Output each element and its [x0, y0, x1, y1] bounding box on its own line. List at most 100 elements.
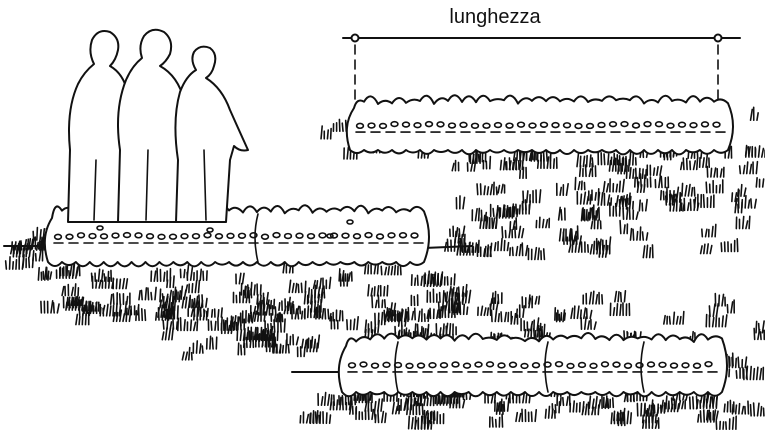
- grass-stroke: [98, 269, 99, 281]
- grass-stroke: [508, 398, 509, 411]
- grass-stroke: [666, 396, 667, 409]
- grass-stroke: [325, 309, 326, 319]
- grass-stroke: [742, 407, 743, 414]
- grass-stroke: [446, 292, 447, 302]
- grass-stroke: [760, 369, 761, 380]
- grass-stroke: [239, 273, 240, 283]
- grass-stroke: [469, 290, 471, 302]
- grass-stroke: [382, 313, 383, 325]
- grass-stroke: [177, 322, 178, 329]
- grass-stroke: [142, 309, 143, 321]
- grass-stroke: [630, 168, 631, 179]
- grass-stroke: [646, 245, 647, 257]
- grass-stroke: [594, 322, 596, 329]
- grass-stroke: [339, 269, 340, 281]
- grass-stroke: [535, 297, 536, 304]
- grass-stroke: [440, 396, 441, 405]
- grass-stroke: [246, 338, 247, 348]
- grass-stroke: [73, 266, 74, 278]
- grass-stroke: [129, 310, 130, 321]
- grass-stroke: [661, 191, 662, 200]
- grass-stroke: [678, 404, 679, 412]
- grass-stroke: [580, 156, 581, 166]
- grass-stroke: [714, 168, 716, 177]
- grass-stroke: [312, 337, 313, 348]
- grass-stroke: [288, 345, 289, 353]
- grass-stroke: [225, 323, 226, 334]
- grass-stroke: [319, 306, 320, 319]
- grass-stroke: [596, 295, 597, 304]
- grass-stroke: [646, 233, 647, 240]
- grass-stroke: [544, 324, 545, 336]
- grass-stroke: [607, 184, 609, 192]
- grass-stroke: [620, 304, 621, 315]
- grass-stroke: [212, 310, 213, 317]
- grass-stroke: [624, 225, 625, 234]
- length-dimension-line: [343, 35, 740, 106]
- grass-stroke: [113, 294, 114, 304]
- grass-stroke: [673, 312, 674, 324]
- grass-stroke: [175, 299, 176, 310]
- grass-stroke: [427, 413, 428, 423]
- grass-stroke: [643, 169, 644, 178]
- grass-stroke: [515, 227, 516, 238]
- grass-stroke: [69, 271, 70, 278]
- grass-stroke: [698, 415, 699, 422]
- grass-stroke: [531, 324, 532, 337]
- grass-stroke: [412, 312, 413, 320]
- grass-stroke: [724, 404, 725, 412]
- grass-stroke: [493, 209, 494, 217]
- grass-stroke: [264, 312, 265, 321]
- grass-stroke: [184, 320, 185, 331]
- grass-stroke: [320, 278, 321, 288]
- grass-stroke: [289, 280, 290, 292]
- grass-stroke: [123, 314, 124, 321]
- grass-stroke: [145, 310, 146, 321]
- grass-stroke: [301, 283, 302, 292]
- grass-stroke: [491, 185, 493, 195]
- grass-stroke: [212, 338, 213, 349]
- grass-stroke: [703, 195, 704, 208]
- grass-stroke: [535, 410, 536, 422]
- grass-stroke: [513, 160, 514, 170]
- grass-stroke: [646, 411, 647, 423]
- grass-stroke: [763, 179, 764, 187]
- grass-stroke: [471, 162, 473, 171]
- grass-stroke: [754, 328, 755, 339]
- grass-stroke: [579, 242, 580, 252]
- grass-stroke: [454, 302, 455, 314]
- grass-stroke: [738, 357, 739, 367]
- grass-stroke: [688, 185, 690, 196]
- grass-stroke: [581, 194, 582, 204]
- grass-stroke: [609, 161, 610, 172]
- grass-stroke: [623, 209, 624, 219]
- grass-stroke: [381, 399, 382, 411]
- grass-stroke: [496, 220, 497, 228]
- grass-stroke: [452, 163, 454, 170]
- grass-stroke: [128, 306, 129, 315]
- grass-stroke: [192, 284, 193, 293]
- grass-stroke: [595, 193, 596, 200]
- grass-stroke: [292, 284, 293, 293]
- grass-stroke: [453, 287, 454, 296]
- grass-stroke: [512, 206, 513, 218]
- grass-stroke: [590, 292, 592, 303]
- grass-stroke: [534, 329, 535, 337]
- grass-stroke: [162, 312, 163, 320]
- grass-stroke: [464, 304, 465, 314]
- grass-stroke: [706, 229, 707, 236]
- dimension-right-tick: [715, 35, 722, 42]
- grass-stroke: [704, 410, 705, 422]
- grass-stroke: [516, 413, 517, 422]
- grass-stroke: [744, 166, 745, 174]
- grass-stroke: [475, 209, 477, 221]
- grass-stroke: [519, 226, 521, 237]
- grass-stroke: [382, 412, 384, 423]
- grass-stroke: [749, 216, 750, 228]
- grass-stroke: [619, 181, 620, 191]
- grass-stroke: [627, 411, 628, 423]
- grass-stroke: [495, 309, 496, 322]
- grass-stroke: [528, 329, 529, 337]
- grass-stroke: [683, 311, 684, 324]
